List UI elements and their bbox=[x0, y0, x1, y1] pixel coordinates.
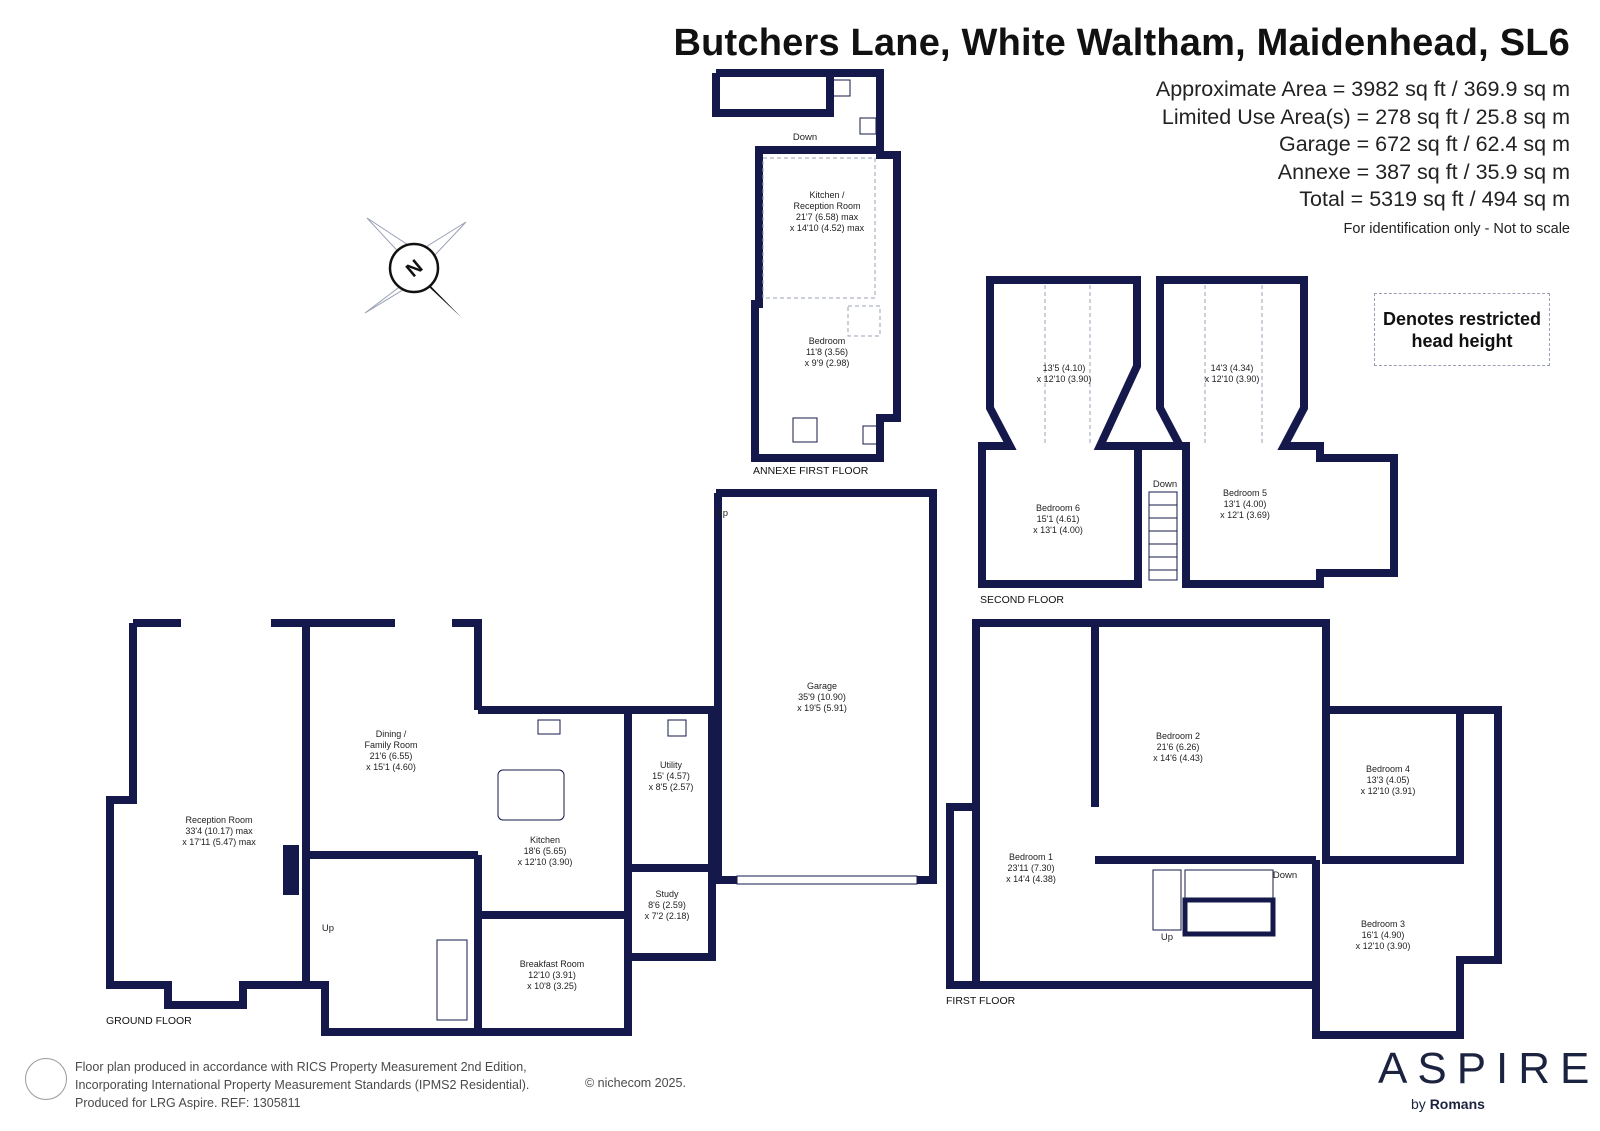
ground-floor bbox=[106, 619, 716, 1036]
annexe-bedroom-dim-1: 11'8 (3.56) bbox=[806, 347, 848, 357]
bedroom1-dim-2: x 14'4 (4.38) bbox=[1006, 874, 1056, 884]
annexe-fixtures bbox=[792, 79, 882, 445]
bedroom5-dim-1: 13'1 (4.00) bbox=[1224, 499, 1267, 509]
breakfast-dim-2: x 10'8 (3.25) bbox=[527, 981, 577, 991]
utility-dim-1: 15' (4.57) bbox=[652, 771, 690, 781]
area-annexe: Annexe = 387 sq ft / 35.9 sq m bbox=[1277, 159, 1570, 184]
person-icon bbox=[25, 1058, 67, 1100]
ground-floor-stairs-up: Up bbox=[322, 923, 334, 934]
study-dim-1: 8'6 (2.59) bbox=[648, 900, 686, 910]
bedroom3-dim-2: x 12'10 (3.90) bbox=[1356, 941, 1411, 951]
first-floor-stairs-up: Up bbox=[1161, 932, 1173, 943]
bedroom6-upper-dim-2: x 12'10 (3.90) bbox=[1037, 374, 1092, 384]
legend-line-2: head height bbox=[1411, 330, 1513, 351]
floor-label-first: FIRST FLOOR bbox=[946, 995, 1016, 1007]
footer-notes: Floor plan produced in accordance with R… bbox=[75, 1058, 529, 1112]
second-floor-restricted-zones bbox=[1044, 285, 1263, 445]
reception-name: Reception Room bbox=[185, 815, 252, 825]
bedroom6-dim-2: x 13'1 (4.00) bbox=[1033, 525, 1083, 535]
garage-door bbox=[736, 875, 918, 885]
first-floor-stairs-down: Down bbox=[1273, 870, 1297, 881]
footer-line-2: Incorporating International Property Mea… bbox=[75, 1078, 530, 1092]
garage-stairs-up: Up bbox=[716, 508, 728, 519]
reception-dim-2: x 17'11 (5.47) max bbox=[182, 837, 256, 847]
garage bbox=[714, 489, 937, 884]
bedroom6-name: Bedroom 6 bbox=[1036, 503, 1080, 513]
bedroom6-upper-dim-1: 13'5 (4.10) bbox=[1043, 363, 1086, 373]
annexe-bedroom-dim-2: x 9'9 (2.98) bbox=[805, 358, 850, 368]
footer-line-1: Floor plan produced in accordance with R… bbox=[75, 1060, 527, 1074]
compass-icon: N bbox=[364, 217, 467, 318]
breakfast-dim-1: 12'10 (3.91) bbox=[528, 970, 576, 980]
reception-dim-1: 33'4 (10.17) max bbox=[185, 826, 253, 836]
second-floor bbox=[978, 276, 1398, 588]
bedroom5-upper-dim-1: 14'3 (4.34) bbox=[1211, 363, 1254, 373]
annexe-kitchen-name-2: Reception Room bbox=[793, 201, 860, 211]
bedroom3-name: Bedroom 3 bbox=[1361, 919, 1405, 929]
annexe-kitchen-name-1: Kitchen / bbox=[809, 190, 845, 200]
bedroom5-upper-dim-2: x 12'10 (3.90) bbox=[1205, 374, 1260, 384]
bedroom2-dim-1: 21'6 (6.26) bbox=[1157, 742, 1200, 752]
footer-line-3: Produced for LRG Aspire. REF: 1305811 bbox=[75, 1096, 301, 1110]
bedroom1-dim-1: 23'11 (7.30) bbox=[1007, 863, 1054, 873]
first-floor bbox=[946, 619, 1502, 1039]
annexe-restricted-zones bbox=[762, 157, 881, 337]
bedroom4-dim-1: 13'3 (4.05) bbox=[1367, 775, 1410, 785]
copyright: © nichecom 2025. bbox=[585, 1076, 686, 1090]
second-floor-stairs bbox=[1148, 491, 1178, 581]
identification-note: For identification only - Not to scale bbox=[1343, 221, 1570, 237]
floor-label-second: SECOND FLOOR bbox=[980, 594, 1064, 606]
annexe-first-floor bbox=[712, 69, 901, 462]
dining-name-2: Family Room bbox=[364, 740, 417, 750]
annexe-kitchen-dim-2: x 14'10 (4.52) max bbox=[790, 223, 865, 233]
garage-name: Garage bbox=[807, 681, 837, 691]
bedroom6-dim-1: 15'1 (4.61) bbox=[1037, 514, 1080, 524]
area-garage: Garage = 672 sq ft / 62.4 sq m bbox=[1278, 132, 1570, 156]
bedroom4-dim-2: x 12'10 (3.91) bbox=[1361, 786, 1416, 796]
study-dim-2: x 7'2 (2.18) bbox=[645, 911, 690, 921]
brand-sub-name: Romans bbox=[1429, 1096, 1485, 1112]
bedroom1-name: Bedroom 1 bbox=[1009, 852, 1053, 862]
page-title: Butchers Lane, White Waltham, Maidenhead… bbox=[673, 22, 1570, 64]
utility-dim-2: x 8'5 (2.57) bbox=[649, 782, 694, 792]
utility-name: Utility bbox=[660, 760, 682, 770]
brand-logo: ASPIRE bbox=[1378, 1044, 1600, 1093]
kitchen-dim-1: 18'6 (5.65) bbox=[524, 846, 567, 856]
legend-line-1: Denotes restricted bbox=[1382, 308, 1542, 329]
fireplace bbox=[283, 845, 299, 895]
kitchen-name: Kitchen bbox=[530, 835, 560, 845]
dining-dim-1: 21'6 (6.55) bbox=[370, 751, 413, 761]
bedroom2-dim-2: x 14'6 (4.43) bbox=[1153, 753, 1203, 763]
garage-dim-1: 35'9 (10.90) bbox=[798, 692, 846, 702]
breakfast-name: Breakfast Room bbox=[520, 959, 585, 969]
second-floor-stairs-down: Down bbox=[1153, 479, 1177, 490]
bedroom5-dim-2: x 12'1 (3.69) bbox=[1220, 510, 1270, 520]
area-limited-use: Limited Use Area(s) = 278 sq ft / 25.8 s… bbox=[1161, 104, 1570, 129]
bedroom3-dim-1: 16'1 (4.90) bbox=[1362, 930, 1405, 940]
brand-by: by bbox=[1411, 1096, 1426, 1112]
bedroom5-name: Bedroom 5 bbox=[1223, 488, 1267, 498]
floor-label-ground: GROUND FLOOR bbox=[106, 1015, 192, 1027]
kitchen-dim-2: x 12'10 (3.90) bbox=[518, 857, 573, 867]
bedroom4-name: Bedroom 4 bbox=[1366, 764, 1410, 774]
annexe-stairs-down: Down bbox=[793, 132, 817, 143]
study-name: Study bbox=[655, 889, 679, 899]
dining-dim-2: x 15'1 (4.60) bbox=[366, 762, 416, 772]
bedroom2-name: Bedroom 2 bbox=[1156, 731, 1200, 741]
ground-floor-fittings bbox=[436, 719, 687, 1021]
dining-name-1: Dining / bbox=[376, 729, 407, 739]
area-summary: Approximate Area = 3982 sq ft / 369.9 sq… bbox=[1156, 76, 1570, 214]
area-total: Total = 5319 sq ft / 494 sq m bbox=[1299, 187, 1570, 211]
annexe-bedroom-name: Bedroom bbox=[809, 336, 846, 346]
annexe-kitchen-dim-1: 21'7 (6.58) max bbox=[796, 212, 859, 222]
garage-dim-2: x 19'5 (5.91) bbox=[797, 703, 847, 713]
area-approximate: Approximate Area = 3982 sq ft / 369.9 sq… bbox=[1155, 77, 1570, 101]
brand-subtitle: by Romans bbox=[1411, 1096, 1485, 1112]
first-floor-stairs bbox=[1152, 869, 1276, 937]
floor-label-annexe: ANNEXE FIRST FLOOR bbox=[753, 465, 869, 477]
